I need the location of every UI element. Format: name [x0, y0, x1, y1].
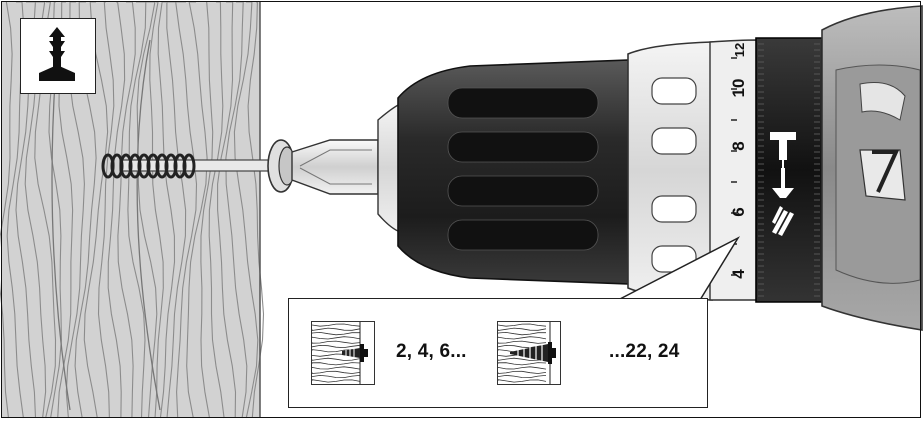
deep-screw-depth-icon — [498, 322, 560, 384]
screwdriving-mode-icon — [39, 27, 75, 81]
chuck-nose — [377, 102, 401, 234]
torque-callout: 2, 4, 6... ...22, 24 — [288, 298, 708, 408]
drill-housing — [821, 5, 923, 331]
shallow-screw-depth-icon — [312, 322, 374, 384]
callout-pointer — [617, 236, 741, 301]
wood-screw — [101, 139, 296, 193]
low-torque-label: 2, 4, 6... — [396, 341, 467, 362]
chuck-ring — [627, 41, 713, 301]
shallow-screw-thumbnail — [311, 321, 375, 385]
deep-screw-thumbnail — [497, 321, 561, 385]
chuck-sleeve — [397, 59, 631, 285]
mode-icon-box — [20, 18, 96, 94]
torque-collar — [755, 37, 823, 303]
screwdriver-bit — [291, 139, 379, 195]
high-torque-label: ...22, 24 — [609, 341, 680, 362]
